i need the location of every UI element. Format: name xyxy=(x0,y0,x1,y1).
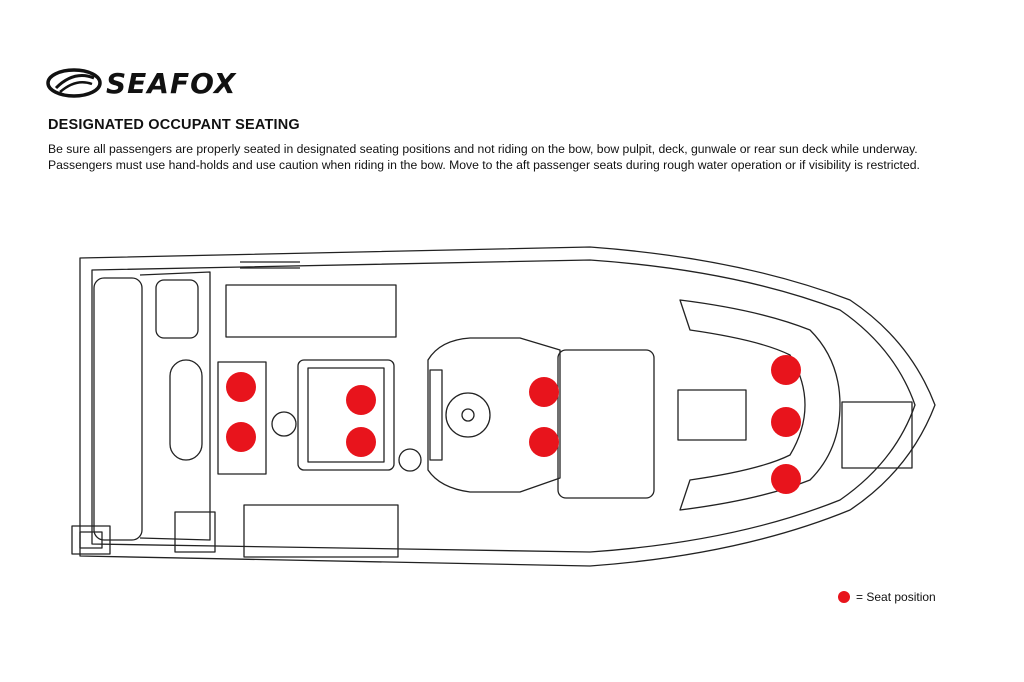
legend: = Seat position xyxy=(838,590,936,604)
seat-position xyxy=(226,422,256,452)
seat-position xyxy=(771,464,801,494)
aft-bench-seat xyxy=(217,361,267,475)
seat-position xyxy=(346,385,376,415)
seafox-logo: SEAFOX xyxy=(46,67,237,100)
transom-step xyxy=(71,525,111,555)
seat-position xyxy=(771,407,801,437)
console-front-seat xyxy=(557,349,655,499)
bow-seating xyxy=(679,299,841,511)
leaning-post xyxy=(297,359,395,471)
seat-position xyxy=(226,372,256,402)
seat-positions xyxy=(226,355,801,494)
port-storage-box xyxy=(225,284,397,338)
seat-position xyxy=(346,427,376,457)
page-heading: DESIGNATED OCCUPANT SEATING xyxy=(48,117,300,133)
stern-livewell xyxy=(169,359,203,461)
center-console xyxy=(427,337,561,493)
swim-step xyxy=(93,277,143,541)
deck-outline xyxy=(91,259,916,553)
hull-outline xyxy=(79,246,936,567)
stern-box-bottom xyxy=(174,511,216,553)
seat-position-swatch xyxy=(838,591,850,603)
seat-position xyxy=(529,427,559,457)
logo-emblem-icon xyxy=(46,68,102,98)
starboard-storage-box xyxy=(243,504,399,558)
legend-label: = Seat position xyxy=(856,590,936,604)
seat-position xyxy=(771,355,801,385)
seat-position xyxy=(529,377,559,407)
anchor-locker xyxy=(841,401,913,469)
logo-wordmark: SEAFOX xyxy=(106,67,237,100)
steering-wheel xyxy=(445,392,491,438)
bow-hatch xyxy=(677,389,747,441)
seating-instructions: Be sure all passengers are properly seat… xyxy=(48,142,920,172)
stern-hatch-top xyxy=(155,279,199,339)
